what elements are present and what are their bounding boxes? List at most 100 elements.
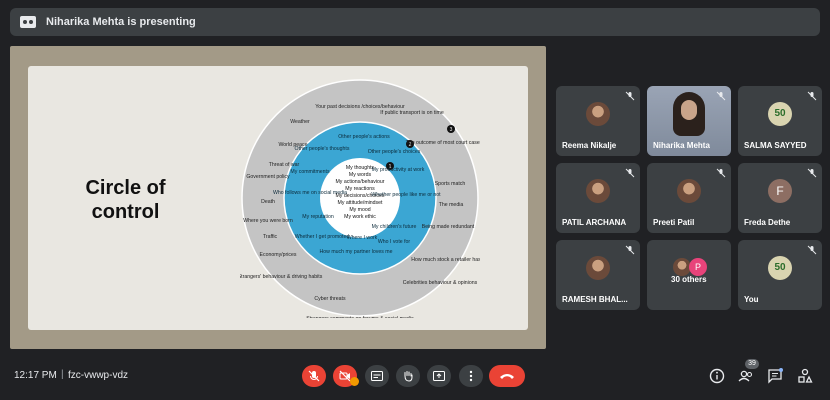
video-feed [673,92,705,136]
participant-count-badge: 39 [745,359,759,369]
outer-text: Sports match [435,181,466,187]
marker-1-label: 1 [389,164,392,170]
participant-name: 30 others [671,275,707,284]
outer-text: Death [261,199,275,205]
avatar [586,256,610,280]
participant-name: Reema Nikalje [562,141,617,150]
outer-text: Your past decisions /choices/behaviour [315,104,405,110]
participant-name: Niharika Mehta [653,141,710,150]
captions-icon [371,371,383,381]
marker-3-label: 3 [450,127,453,133]
participant-tile[interactable]: Reema Nikalje [556,86,640,156]
camera-off-icon [339,370,351,382]
participant-tile[interactable]: Niharika Mehta [647,86,731,156]
center-text: My attitude/mindset [338,200,384,206]
avatar [677,179,701,203]
end-call-icon [500,374,514,379]
camera-warning-icon [350,377,359,386]
marker-3 [447,125,455,133]
outer-text: Being made redundant [422,224,475,230]
participant-name: PATIL ARCHANA [562,218,627,227]
middle-text: My productivity at work [372,167,425,173]
mic-off-icon [308,370,320,382]
avatar-letter: F [768,179,792,203]
outer-text: Strangers comments on forums & social me… [306,316,414,318]
participant-tile[interactable]: Preeti Patil [647,163,731,233]
mic-off-icon [716,168,726,178]
outer-text: Cyber threats [314,296,346,302]
avatar [586,102,610,126]
center-text: My actions/behaviour [335,179,384,185]
mic-off-icon [625,168,635,178]
people-icon[interactable] [737,367,755,385]
outer-text: The media [439,202,464,208]
video-face [681,100,697,120]
clock: 12:17 PM [14,370,57,381]
mic-off-icon [625,91,635,101]
hand-icon [404,371,413,382]
outer-text: World peace [278,142,307,148]
middle-text: My children's future [372,224,417,230]
meeting-code: fzc-vwwp-vdz [68,370,129,381]
mic-toggle-button[interactable] [302,365,326,387]
participant-tile[interactable]: PATIL ARCHANA [556,163,640,233]
more-vertical-icon [469,370,473,382]
outer-text: Threat of war [269,162,300,168]
middle-text: How much my partner loves me [320,249,393,255]
outer-text: If public transport is on time [380,110,444,116]
middle-text: Other people's actions [338,134,390,140]
avatar [586,179,610,203]
mic-off-icon [807,245,817,255]
avatar-letter: P [689,258,707,276]
center-text: My decisions/choices [335,193,384,199]
marker-2-label: 2 [409,142,412,148]
slide-title: Circle of control [85,177,166,223]
middle-text: Where I work [347,235,378,241]
center-text: My words [349,172,372,178]
avatar-badge: 50 [768,256,792,280]
middle-text: Who follows me on social media [273,190,347,196]
raise-hand-button[interactable] [396,365,420,387]
outer-text: Traffic [263,234,278,240]
middle-text: Whether I get promoted [295,234,350,240]
participant-name: Preeti Patil [653,218,695,227]
mic-off-icon [716,91,726,101]
more-options-button[interactable] [459,365,483,387]
outer-text: How much stock a retailer has [411,257,480,263]
participant-name: You [744,295,759,304]
outer-text: Government policy [246,174,290,180]
center-text: My work ethic [344,214,376,220]
outer-text: Strangers' behaviour & driving habits [240,274,323,280]
leave-call-button[interactable] [489,365,525,387]
outer-text: Economy/prices [260,252,297,258]
mic-off-icon [625,245,635,255]
separator: | [61,369,64,380]
center-text: My thoughts [346,165,375,171]
outer-text: Celebrities behaviour & opinions [403,280,478,286]
avatar-badge: 50 [768,102,792,126]
present-screen-button[interactable] [427,365,451,387]
captions-button[interactable] [365,365,389,387]
meeting-details-icon[interactable] [708,367,726,385]
center-text: My mood [349,207,370,213]
presentation-icon [20,16,36,28]
middle-text: Other people's choices [368,149,421,155]
middle-text: Whether people like me or not [371,192,441,198]
chat-icon[interactable] [766,367,784,385]
middle-text: Who I vote for [378,239,411,245]
mic-off-icon [807,168,817,178]
presenting-banner: Niharika Mehta is presenting [10,8,820,36]
middle-text: Other people's thoughts [295,146,350,152]
mic-off-icon [807,91,817,101]
marker-1 [386,162,394,170]
participant-tile[interactable]: RAMESH BHAL... [556,240,640,310]
activities-icon[interactable] [796,367,814,385]
middle-text: My reputation [302,214,334,220]
